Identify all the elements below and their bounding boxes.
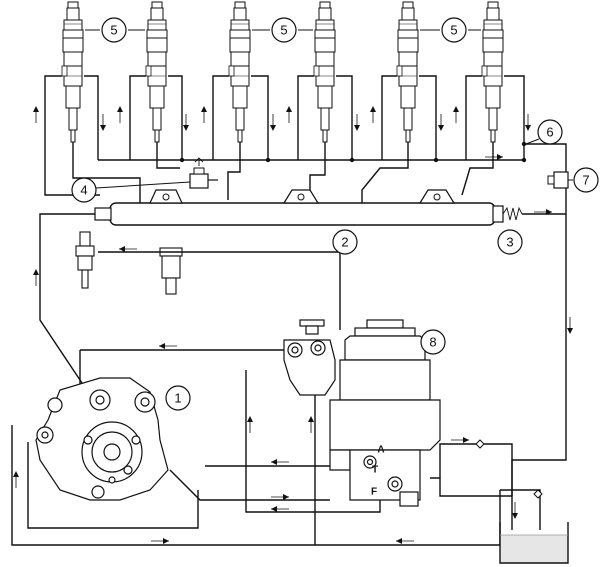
injector-feed-lines: [72, 142, 494, 205]
port-label-a: A: [377, 445, 384, 456]
callouts: 1 2 3 4 5 5 5 6: [71, 17, 599, 411]
callout-6-label: 6: [546, 125, 553, 140]
injector-4: [313, 1, 336, 143]
diamond-fittings: [475, 439, 543, 499]
injector-6: [481, 1, 504, 143]
callout-6: 6: [537, 119, 563, 145]
callout-3: 3: [497, 229, 523, 255]
callout-2-label: 2: [341, 235, 348, 250]
injector-1: [61, 1, 84, 143]
injector-return-lines: [44, 75, 525, 196]
fuel-tank: [499, 522, 569, 564]
callout-5c-label: 5: [450, 23, 457, 38]
fuel-filter-module: [283, 319, 441, 507]
callout-8-label: 8: [429, 335, 436, 350]
callout-5c: 5: [441, 17, 467, 43]
callout-3-label: 3: [506, 235, 513, 250]
check-valve-7: [547, 171, 569, 189]
callout-1-label: 1: [174, 391, 181, 406]
high-pressure-pump: [35, 377, 169, 501]
callout-1: 1: [165, 385, 191, 411]
callout-7: 7: [573, 167, 599, 193]
return-to-tank-line: [511, 143, 567, 530]
callout-7-label: 7: [582, 173, 589, 188]
callout-5a-label: 5: [110, 23, 117, 38]
callout-5a: 5: [101, 17, 127, 43]
return-junctions: [179, 141, 527, 163]
sensors: [75, 231, 183, 295]
injector-2: [145, 1, 168, 143]
injector-5: [396, 1, 419, 143]
port-labels: A T F: [371, 445, 385, 498]
injector-3: [228, 1, 251, 143]
port-label-t: T: [372, 465, 378, 476]
callout-8: 8: [420, 329, 446, 355]
callout-2: 2: [332, 229, 358, 255]
port-label-f: F: [371, 487, 377, 498]
callout-4: 4: [71, 177, 97, 203]
callout-5b: 5: [271, 17, 297, 43]
callout-5b-label: 5: [280, 23, 287, 38]
common-rail: [94, 157, 523, 226]
callout-4-label: 4: [80, 183, 87, 198]
